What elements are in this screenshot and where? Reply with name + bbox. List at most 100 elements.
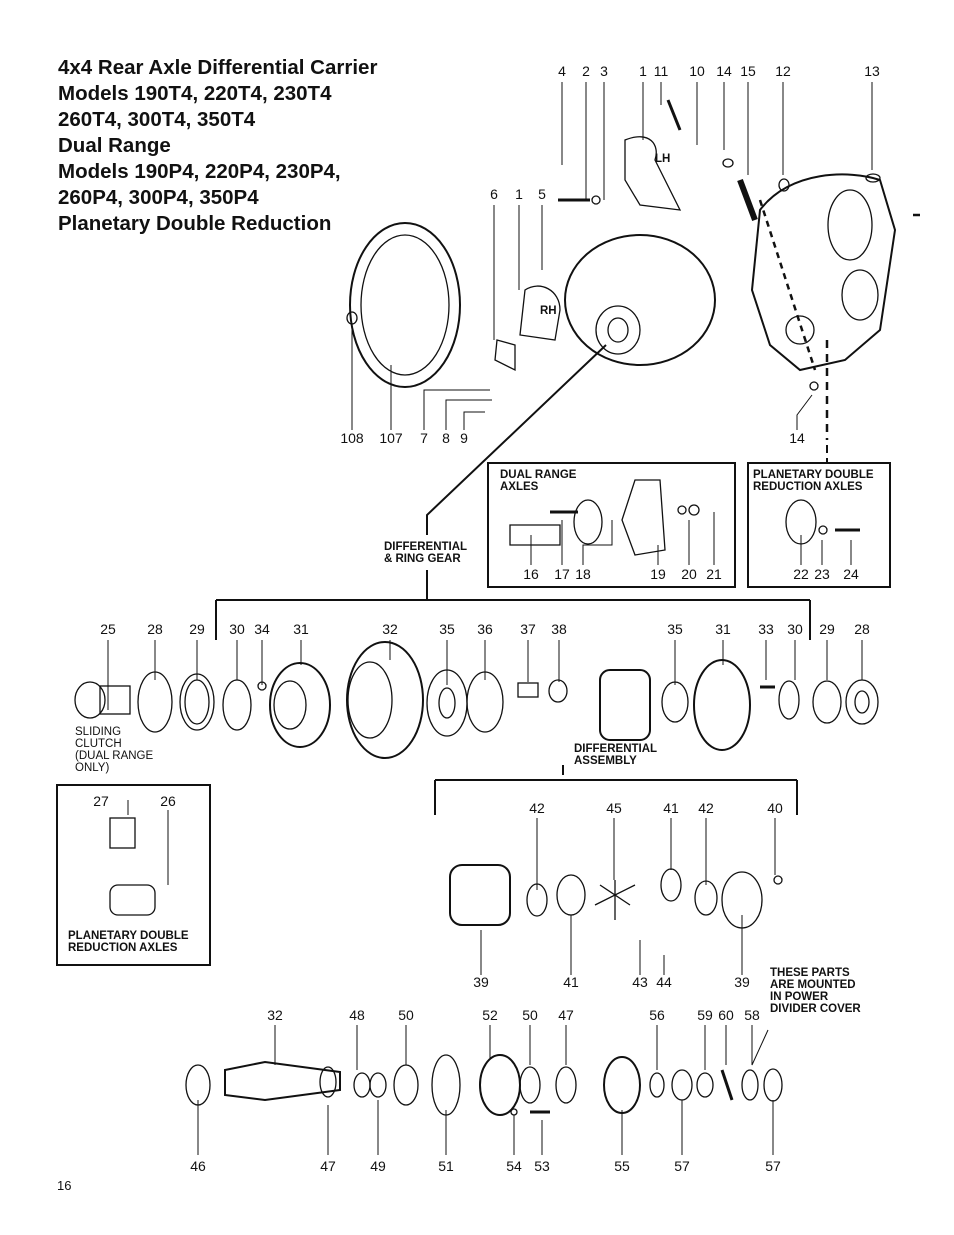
callout: 47 [320, 1158, 336, 1174]
callout: 58 [744, 1007, 760, 1023]
page-title: 4x4 Rear Axle Differential Carrier Model… [58, 55, 377, 237]
callout: 10 [689, 63, 705, 79]
adjuster-lock-6 [494, 339, 516, 372]
callout: 28 [854, 621, 870, 637]
plug-14b [809, 381, 819, 391]
plug-13 [865, 173, 881, 183]
callout: 17 [554, 566, 570, 582]
cotter-pin-11 [666, 99, 682, 131]
callout: 39 [734, 974, 750, 990]
callout: 19 [650, 566, 666, 582]
washer-20 [677, 505, 687, 515]
rh-mark: RH [540, 305, 557, 317]
callout: 26 [160, 793, 176, 809]
cover-22 [785, 499, 817, 545]
callout: 16 [523, 566, 539, 582]
planetary-title: PLANETARY DOUBLE REDUCTION AXLES [753, 469, 874, 493]
leader-lines [107, 82, 873, 1155]
callout: 20 [681, 566, 697, 582]
cover-107 [349, 222, 461, 388]
part-26 [109, 884, 156, 916]
callout: 4 [558, 63, 566, 79]
title-line: 260T4, 300T4, 350T4 [58, 108, 256, 131]
yoke-16 [509, 524, 561, 546]
callout: 50 [522, 1007, 538, 1023]
callout: 57 [674, 1158, 690, 1174]
callout: 13 [864, 63, 880, 79]
callout: 42 [698, 800, 714, 816]
callout: 52 [482, 1007, 498, 1023]
callout: 41 [563, 974, 579, 990]
callout: 40 [767, 800, 783, 816]
callout: 14 [716, 63, 732, 79]
callout: 29 [819, 621, 835, 637]
title-line: 260P4, 300P4, 350P4 [58, 186, 259, 209]
callout: 9 [460, 430, 468, 446]
title-line: Models 190T4, 220T4, 230T4 [58, 82, 332, 105]
dual-range-title: DUAL RANGE AXLES [500, 469, 577, 493]
callout: 24 [843, 566, 859, 582]
washer-3 [591, 195, 601, 205]
callout: 46 [190, 1158, 206, 1174]
callout: 43 [632, 974, 648, 990]
callout: 30 [229, 621, 245, 637]
planetary-box [747, 462, 891, 588]
callout: 6 [490, 186, 498, 202]
lh-mark: LH [655, 153, 671, 165]
pin-15 [737, 178, 758, 222]
callout: 39 [473, 974, 489, 990]
callout: 48 [349, 1007, 365, 1023]
callout: 53 [534, 1158, 550, 1174]
sliding-clutch-caption: SLIDING CLUTCH (DUAL RANGE ONLY) [75, 726, 154, 774]
callout: 32 [382, 621, 398, 637]
carrier-housing [750, 173, 897, 372]
callout: 22 [793, 566, 809, 582]
ring-row-parts [74, 641, 879, 759]
callout: 11 [653, 63, 669, 79]
page-number: 16 [57, 1178, 72, 1193]
callout: 7 [420, 430, 428, 446]
diff-row-parts [449, 864, 783, 929]
callout: 51 [438, 1158, 454, 1174]
callout: 2 [582, 63, 590, 79]
title-line: Dual Range [58, 134, 171, 157]
flange-18 [573, 499, 603, 545]
callout: 25 [100, 621, 116, 637]
diff-ring-gear-caption: DIFFERENTIAL & RING GEAR [384, 541, 468, 565]
callout: 57 [765, 1158, 781, 1174]
callout: 31 [715, 621, 731, 637]
bearing-cap-rh [519, 285, 561, 341]
callout: 45 [606, 800, 622, 816]
callout: 1 [639, 63, 647, 79]
callout: 8 [442, 430, 450, 446]
pinion-row-parts [185, 1054, 783, 1116]
callout: 35 [667, 621, 683, 637]
callout: 35 [439, 621, 455, 637]
callout: 59 [697, 1007, 713, 1023]
plug-12 [778, 178, 790, 192]
planetary-box-2 [56, 784, 211, 966]
part-27 [109, 817, 136, 849]
callout: 108 [340, 430, 364, 446]
callout: 32 [267, 1007, 283, 1023]
callout: 1 [515, 186, 523, 202]
callout: 44 [656, 974, 672, 990]
callout: 54 [506, 1158, 522, 1174]
callout: 15 [740, 63, 756, 79]
callout: 55 [614, 1158, 630, 1174]
plug-108 [346, 311, 358, 325]
callout: 21 [706, 566, 722, 582]
callout: 31 [293, 621, 309, 637]
callout: 23 [814, 566, 830, 582]
power-divider-note: THESE PARTS ARE MOUNTED IN POWER DIVIDER… [770, 967, 861, 1015]
nut-21 [688, 504, 700, 516]
callout: 107 [379, 430, 403, 446]
callout: 50 [398, 1007, 414, 1023]
ring-gear-housing [564, 234, 716, 366]
callout: 12 [775, 63, 791, 79]
callout: 33 [758, 621, 774, 637]
callout: 37 [520, 621, 536, 637]
planetary-title-2: PLANETARY DOUBLE REDUCTION AXLES [68, 930, 189, 954]
shift-unit-19 [621, 479, 666, 556]
